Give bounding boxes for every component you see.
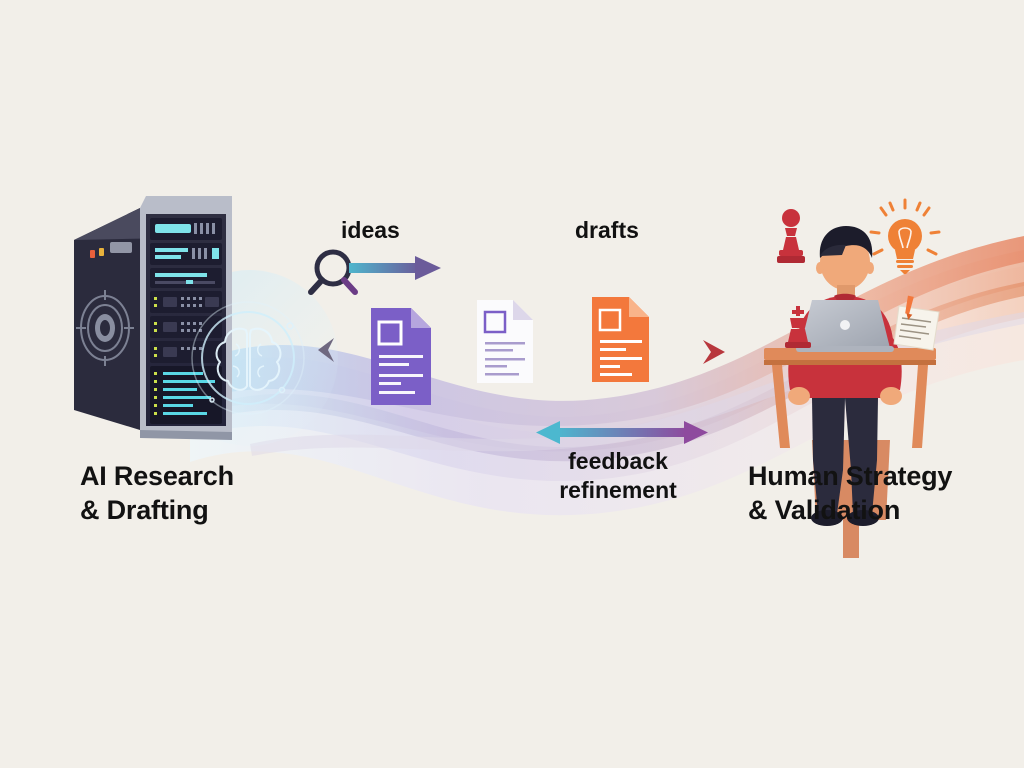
- server-bays: [150, 218, 222, 424]
- document-white-icon: [477, 300, 533, 383]
- flow-label-ideas: ideas: [341, 217, 400, 243]
- document-purple-icon: [371, 308, 431, 405]
- flow-label-drafts: drafts: [575, 217, 639, 243]
- human-node-label: Human Strategy & Validation: [748, 461, 953, 525]
- chevron-right-icon: [703, 340, 725, 364]
- chevron-left-icon: [318, 338, 334, 362]
- ribbon-band-4: [190, 286, 1024, 516]
- lightbulb-icon: [869, 198, 941, 274]
- feedback-double-arrow-icon: [536, 421, 708, 444]
- ideas-arrow-icon: [349, 256, 441, 280]
- ai-node-label: AI Research & Drafting: [80, 461, 234, 525]
- ribbon-lower-arc: [250, 312, 1024, 456]
- document-orange-icon: [592, 297, 649, 382]
- person-at-desk-icon: [764, 198, 941, 558]
- magnifier-icon: [308, 249, 358, 295]
- notepad-with-pen-icon: [893, 295, 940, 351]
- brain-icon: [191, 301, 305, 415]
- chess-pawn-icon: [777, 209, 805, 263]
- chess-king-icon: [785, 306, 811, 348]
- server-tower-icon: [74, 196, 232, 440]
- fan-grille-icon: [76, 290, 134, 366]
- flow-label-feedback: feedback refinement: [559, 448, 677, 503]
